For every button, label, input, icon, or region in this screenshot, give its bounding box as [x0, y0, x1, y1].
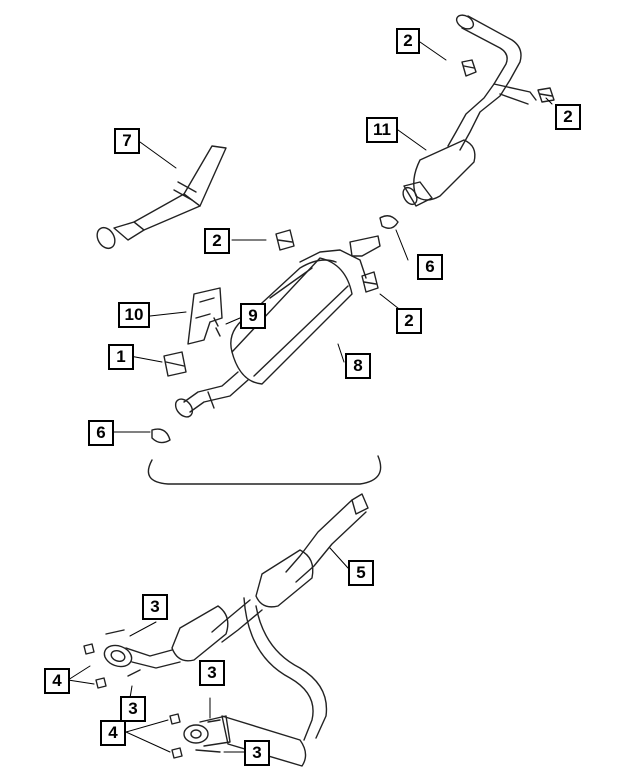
isolator-2-middle [275, 229, 295, 251]
fastener-part-9 [213, 317, 221, 337]
isolator-2-right [537, 87, 555, 103]
isolator-part-1 [163, 351, 187, 377]
tailpipe-part-11 [402, 14, 537, 207]
intermediate-pipe-part-7 [96, 145, 227, 250]
clamp-part-6-top [379, 215, 399, 229]
bracket-part-10 [187, 287, 223, 345]
leader-lines [67, 41, 553, 753]
section-connector-curve [147, 455, 382, 485]
isolator-2-muffler [361, 271, 379, 293]
clamp-part-6-bottom [151, 428, 171, 444]
catalytic-converter-part-5 [103, 493, 369, 767]
nuts-part-4 [83, 643, 183, 759]
muffler-part-8 [174, 235, 381, 418]
isolator-2-top [461, 59, 477, 77]
bolts-part-3 [105, 629, 221, 753]
